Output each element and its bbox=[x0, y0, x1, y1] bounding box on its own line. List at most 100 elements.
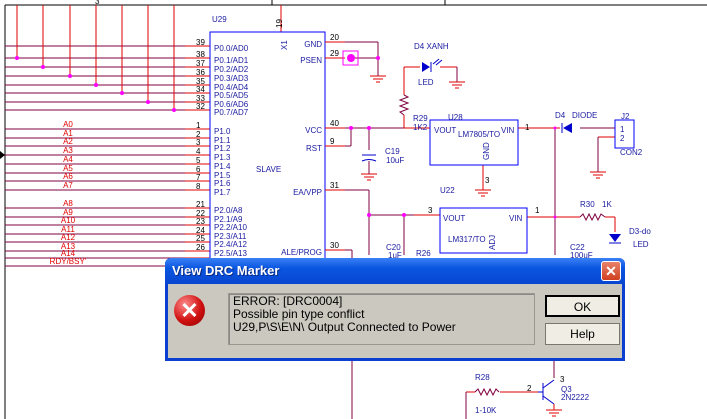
pin-name: VCC bbox=[305, 126, 322, 135]
u22-adj: ADJ bbox=[488, 235, 497, 250]
pin-number: 4 bbox=[196, 147, 201, 156]
pin-number: 5 bbox=[196, 156, 201, 165]
pin-name: P1.3 bbox=[214, 153, 231, 162]
pin-number: 29 bbox=[330, 49, 339, 58]
pin-name: P0.3/AD3 bbox=[214, 74, 249, 83]
r30-value: 1K bbox=[602, 200, 612, 209]
pin-name: P1.7 bbox=[214, 188, 231, 197]
d4-ref: D4 bbox=[555, 111, 566, 120]
net-label: A6 bbox=[63, 172, 73, 181]
pin-number: 26 bbox=[196, 243, 205, 252]
j2-ref: J2 bbox=[621, 112, 630, 121]
top-pin-number: 3 bbox=[95, 0, 100, 6]
u28-gnd-pin: 3 bbox=[485, 176, 490, 185]
d4-diode-symbol[interactable] bbox=[561, 123, 572, 133]
pin-number: 6 bbox=[196, 165, 201, 174]
d3-led-symbol[interactable] bbox=[609, 234, 621, 244]
j2-body[interactable] bbox=[614, 119, 635, 149]
j2-pin2: 2 bbox=[620, 134, 625, 143]
pin-name: P1.4 bbox=[214, 162, 231, 171]
pin-number: 38 bbox=[196, 50, 205, 59]
d4xanh-ref: D4 XANH bbox=[414, 42, 449, 51]
c20-value: 1uF bbox=[388, 251, 402, 260]
q3-value: 2N2222 bbox=[561, 393, 590, 402]
pin-name: ALE/PROG bbox=[281, 248, 322, 257]
u22-part: LM317/TO bbox=[448, 235, 486, 244]
pin-number: 22 bbox=[196, 209, 205, 218]
pin-name: RST bbox=[306, 144, 322, 153]
pin-name: P0.4/AD4 bbox=[214, 83, 249, 92]
u28-vin-pin: 1 bbox=[525, 123, 530, 132]
pin-number: 2 bbox=[196, 130, 201, 139]
pin-number: 1 bbox=[196, 121, 201, 130]
r26-ref: R26 bbox=[416, 249, 431, 258]
q3-collector-pin: 3 bbox=[560, 375, 565, 384]
u22-vin: VIN bbox=[509, 214, 523, 223]
help-button[interactable]: Help bbox=[545, 323, 620, 345]
net-label: A5 bbox=[63, 164, 73, 173]
c19-capacitor[interactable] bbox=[361, 154, 377, 174]
j2-pin1: 1 bbox=[620, 125, 625, 134]
c22-ref: C22 bbox=[570, 243, 585, 252]
q3-transistor[interactable] bbox=[538, 379, 555, 410]
port-arrow bbox=[0, 151, 5, 159]
d3-value: LED bbox=[633, 240, 649, 249]
u22-ref: U22 bbox=[440, 186, 455, 195]
u29-ref: U29 bbox=[212, 15, 227, 24]
pin-name: P1.5 bbox=[214, 171, 231, 180]
pin-name: P1.1 bbox=[214, 136, 231, 145]
pin-number: 36 bbox=[196, 68, 205, 77]
pin-name: P2.4/A12 bbox=[214, 240, 247, 249]
net-label: A7 bbox=[63, 181, 73, 190]
r28-resistor[interactable] bbox=[474, 387, 500, 397]
r29-value: 1K2 bbox=[413, 123, 428, 132]
u29-label: SLAVE bbox=[256, 165, 281, 174]
pin-name: PSEN bbox=[300, 56, 322, 65]
error-description: Possible pin type conflict bbox=[233, 307, 365, 321]
pin-number: 3 bbox=[196, 138, 201, 147]
net-label: A14 bbox=[61, 249, 76, 258]
pin-number: 37 bbox=[196, 59, 205, 68]
ok-button[interactable]: OK bbox=[545, 295, 620, 317]
net-label: A8 bbox=[63, 199, 73, 208]
junction-dot bbox=[120, 91, 124, 95]
net-label: A1 bbox=[63, 129, 73, 138]
u22-body[interactable] bbox=[439, 207, 528, 254]
r30-resistor[interactable] bbox=[579, 212, 606, 222]
pin-name: P2.0/A8 bbox=[214, 206, 243, 215]
pin-name: P0.7/AD7 bbox=[214, 108, 249, 117]
pin-number: 21 bbox=[196, 200, 205, 209]
pin-number: 9 bbox=[330, 137, 335, 146]
pin-number: 34 bbox=[196, 85, 205, 94]
r29-resistor[interactable] bbox=[398, 94, 410, 116]
pin-number: 25 bbox=[196, 234, 205, 243]
dialog-title-bar[interactable]: View DRC Marker ✕ bbox=[165, 258, 625, 284]
pin-number: 31 bbox=[330, 181, 339, 190]
pin-number: 8 bbox=[196, 182, 201, 191]
r30-ref: R30 bbox=[580, 200, 595, 209]
d3-ref: D3-do bbox=[629, 227, 651, 236]
pin-name: P2.1/A9 bbox=[214, 215, 243, 224]
net-label: A11 bbox=[61, 225, 75, 234]
u22-vout: VOUT bbox=[443, 214, 465, 223]
u22-vout-pin: 3 bbox=[428, 206, 433, 215]
u28-part: LM7805/TO bbox=[458, 130, 500, 139]
net-label: A4 bbox=[63, 155, 73, 164]
pin-name: P0.1/AD1 bbox=[214, 56, 249, 65]
pin-number: 30 bbox=[330, 241, 339, 250]
d4-value: DIODE bbox=[572, 111, 597, 120]
d4xanh-led-symbol[interactable] bbox=[422, 58, 443, 72]
pin-name: P1.0 bbox=[214, 127, 231, 136]
pin-name: P2.5/A13 bbox=[214, 249, 247, 258]
pin-number: 40 bbox=[330, 119, 339, 128]
close-button[interactable]: ✕ bbox=[601, 261, 621, 281]
c19-value: 10uF bbox=[386, 156, 404, 165]
drc-marker-icon[interactable] bbox=[342, 50, 359, 66]
junction-dot bbox=[15, 56, 19, 60]
junction-dot bbox=[68, 74, 72, 78]
junction-dot bbox=[94, 83, 98, 87]
pin-name: P2.3/A11 bbox=[214, 232, 247, 241]
u28-body[interactable] bbox=[429, 119, 519, 166]
r28-value: 1-10K bbox=[475, 406, 497, 415]
